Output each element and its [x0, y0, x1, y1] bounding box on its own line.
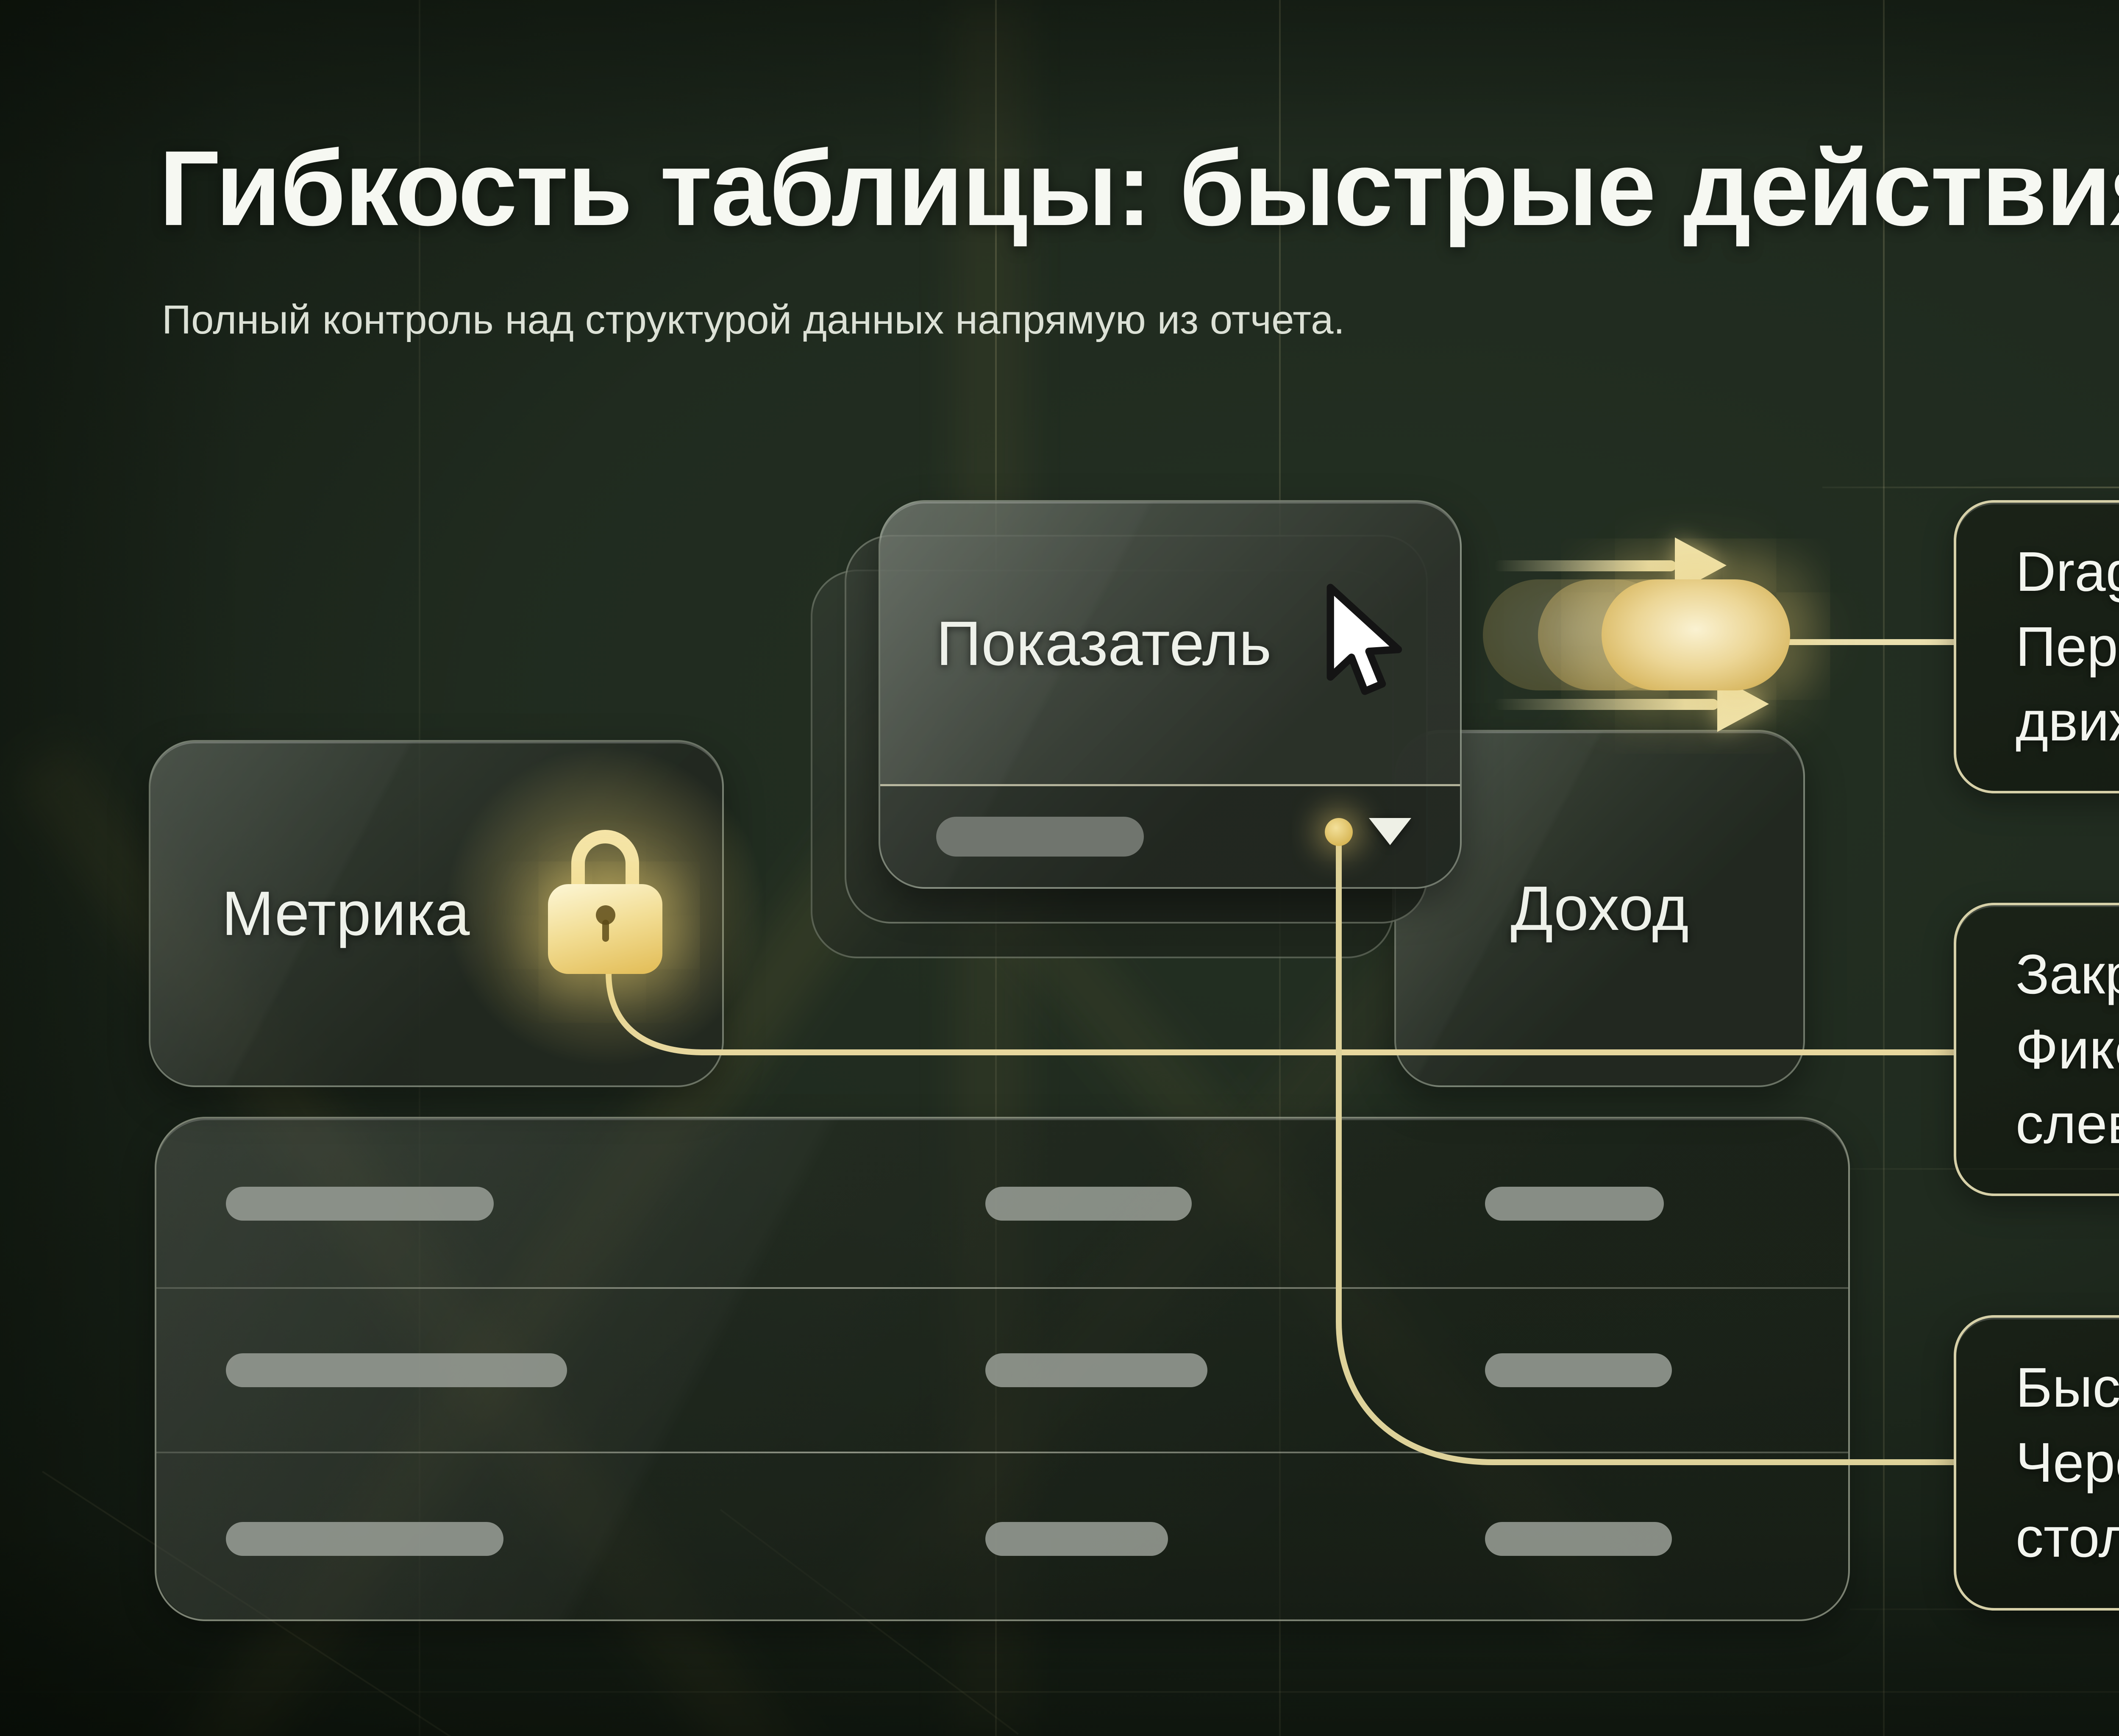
lock-icon [444, 745, 766, 1067]
column-menu-dot [1325, 818, 1353, 846]
callout-text: Drag-and-Drop: Перемещение столбцов одни… [2016, 540, 2119, 753]
keyhole [596, 905, 615, 942]
chevron-down-icon[interactable] [1369, 818, 1411, 845]
arrow-right-icon [1494, 699, 1719, 710]
page-subtitle: Полный контроль над структурой данных на… [162, 297, 1345, 342]
callout-quick-menu: Быстрое удаление и сортировка: Через вып… [1954, 1315, 2119, 1611]
callout-drag-and-drop: Drag-and-Drop: Перемещение столбцов одни… [1954, 500, 2119, 793]
cursor-icon [1326, 584, 1402, 695]
arrow-right-icon [1494, 560, 1676, 571]
menu-connector-line [1336, 843, 1956, 1465]
drag-handle-pill[interactable] [1602, 579, 1790, 690]
callout-text: Быстрое удаление и сортировка: Через вып… [2016, 1356, 2119, 1569]
page-title: Гибкость таблицы: быстрые действия [159, 129, 2119, 248]
callout-text: Закрепление: Фиксация ключевых метрик сл… [2016, 943, 2119, 1155]
callout-pin: Закрепление: Фиксация ключевых метрик сл… [1954, 903, 2119, 1196]
pin-connector-line [606, 972, 1956, 1055]
lock-body [548, 884, 662, 974]
